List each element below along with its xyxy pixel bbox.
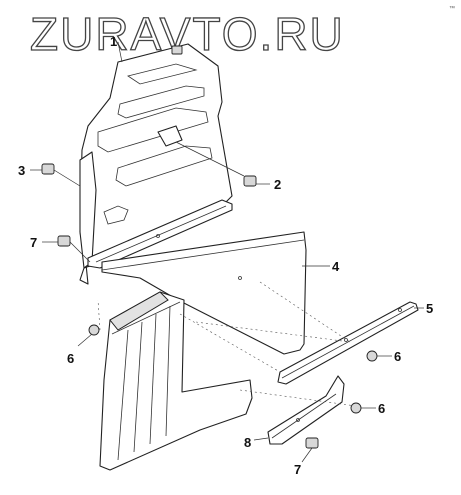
callout-5: 5	[426, 301, 433, 316]
corner-mark: ™	[449, 5, 455, 12]
nut-6-right-upper	[366, 350, 378, 362]
part-1-bracket-plate	[79, 43, 233, 285]
callout-6-left: 6	[67, 351, 74, 366]
nut-6-right-lower	[350, 402, 362, 414]
part-4-lower-plate	[101, 231, 307, 355]
bolt-2	[175, 141, 257, 187]
part-1-top-nut	[171, 45, 183, 55]
part-8-small-bracket	[267, 375, 345, 445]
bolt-3	[41, 163, 81, 187]
callout-leaders	[30, 41, 424, 463]
callout-7-upper: 7	[30, 235, 37, 250]
callout-7-lower: 7	[294, 462, 301, 477]
assembly-lines	[97, 281, 357, 407]
callout-6-right-lower: 6	[378, 401, 385, 416]
bolt-7-lower	[305, 437, 319, 449]
callout-6-right-upper: 6	[394, 349, 401, 364]
bolt-7-upper	[57, 235, 91, 263]
part-5-rail-strip	[277, 301, 419, 385]
callout-3: 3	[18, 163, 25, 178]
callout-1: 1	[110, 34, 117, 49]
watermark-text: ZURAVTO.RU	[30, 8, 345, 60]
callout-2: 2	[274, 177, 281, 192]
mud-flap	[99, 291, 253, 471]
nut-6-left	[88, 324, 100, 336]
callout-4: 4	[332, 259, 340, 274]
callout-8: 8	[244, 435, 251, 450]
